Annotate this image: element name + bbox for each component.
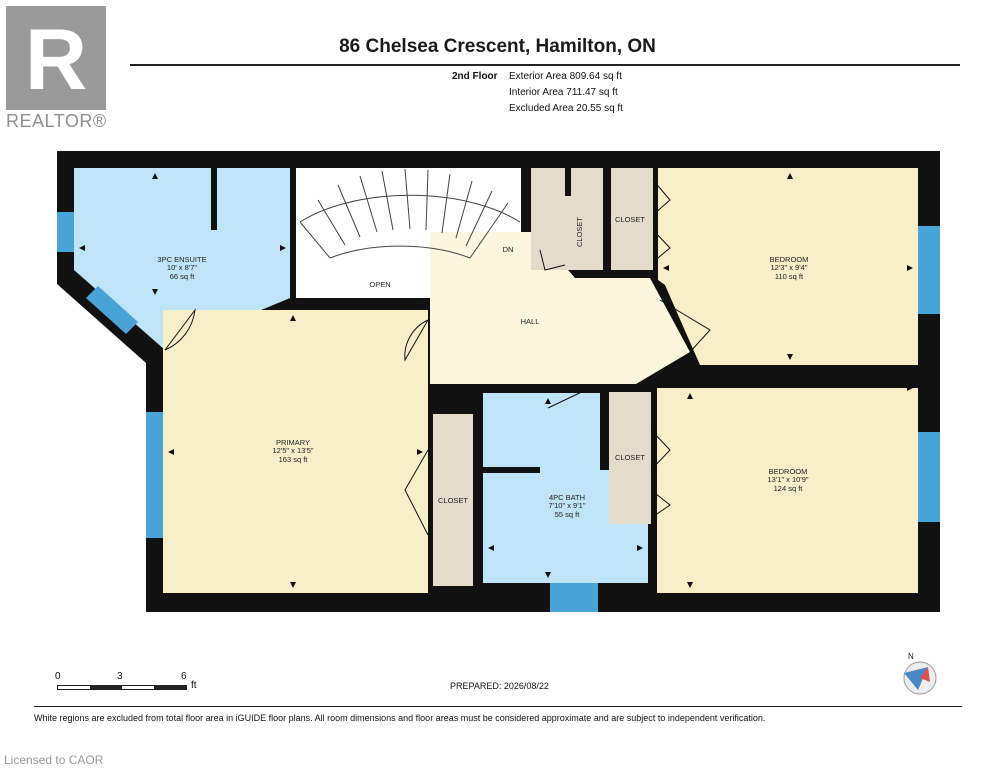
interior-walls	[211, 168, 571, 473]
bedroom2-area: 124 sq ft	[774, 484, 804, 493]
ensuite-area: 66 sq ft	[170, 272, 196, 281]
bath-dims: 7'10" x 9'1"	[549, 501, 586, 510]
closet-bedroom2-label: CLOSET	[615, 453, 645, 462]
stairs-down-label: DN	[503, 245, 514, 254]
bath-room	[483, 393, 648, 583]
scale-segment-1	[90, 686, 122, 689]
doors	[164, 179, 711, 536]
window-primary-west	[146, 412, 163, 538]
bedroom2-dims: 13'1" x 10'9"	[767, 475, 808, 484]
scale-unit: ft	[191, 680, 197, 691]
closet-bedroom1	[611, 168, 653, 270]
closet-primary	[433, 414, 473, 586]
realtor-logo[interactable]: R	[6, 6, 106, 110]
header: R REALTOR® 86 Chelsea Crescent, Hamilton…	[0, 0, 995, 150]
dimension-arrows	[79, 173, 913, 588]
bedroom2-label: BEDROOM	[769, 467, 808, 476]
logo-text: REALTOR®	[6, 111, 107, 131]
closet-bedroom1-label: CLOSET	[615, 215, 645, 224]
primary-dims: 12'5" x 13'5"	[272, 446, 313, 455]
primary-label: PRIMARY	[276, 438, 310, 447]
compass-north-label: N	[908, 652, 914, 661]
bedroom2-room	[657, 388, 918, 593]
ensuite-dims: 10' x 8'7"	[167, 263, 197, 272]
exterior-area: Exterior Area 809.64 sq ft	[509, 71, 622, 82]
bedroom1-room	[658, 168, 918, 365]
bedroom1-label: BEDROOM	[770, 255, 809, 264]
scale-bar	[57, 685, 187, 690]
ensuite-label: 3PC ENSUITE	[157, 255, 206, 264]
hall-label: HALL	[521, 317, 540, 326]
hall-area	[430, 232, 690, 384]
closet-primary-label: CLOSET	[438, 496, 468, 505]
logo-mark: R	[24, 12, 88, 108]
bedroom1-dims: 12'3" x 9'4"	[771, 263, 808, 272]
closet-bedroom2	[609, 392, 651, 524]
scale-tick-6: 6	[181, 671, 187, 682]
excluded-area: Excluded Area 20.55 sq ft	[509, 103, 623, 114]
window-bedroom1-east	[918, 226, 940, 314]
compass-icon	[903, 661, 937, 695]
primary-area: 163 sq ft	[279, 455, 309, 464]
disclaimer: White regions are excluded from total fl…	[34, 713, 766, 723]
license-watermark: Licensed to CAOR	[4, 753, 104, 767]
title-divider	[130, 64, 960, 66]
interior-area: Interior Area 711.47 sq ft	[509, 87, 618, 98]
open-label: OPEN	[369, 280, 390, 289]
bedroom1-area: 110 sq ft	[775, 272, 804, 281]
bath-area: 55 sq ft	[555, 510, 581, 519]
spiral-stairs	[299, 168, 521, 259]
footer-divider	[34, 706, 962, 707]
bath-label: 4PC BATH	[549, 493, 585, 502]
window-bath-south	[550, 583, 598, 612]
scale-segment-2	[154, 686, 186, 689]
scale-tick-3: 3	[117, 671, 123, 682]
closet-hall-label: CLOSET	[575, 217, 584, 247]
primary-room	[163, 310, 428, 593]
page-title: 86 Chelsea Crescent, Hamilton, ON	[339, 36, 656, 57]
windows	[57, 212, 940, 612]
ensuite-room	[74, 168, 290, 350]
window-bedroom2-east	[918, 432, 940, 522]
scale-tick-0: 0	[55, 671, 61, 682]
window-ensuite-west	[57, 212, 74, 252]
prepared-date: PREPARED: 2026/08/22	[450, 681, 549, 691]
window-ensuite-diag	[86, 286, 138, 334]
floor-name: 2nd Floor	[452, 71, 498, 82]
